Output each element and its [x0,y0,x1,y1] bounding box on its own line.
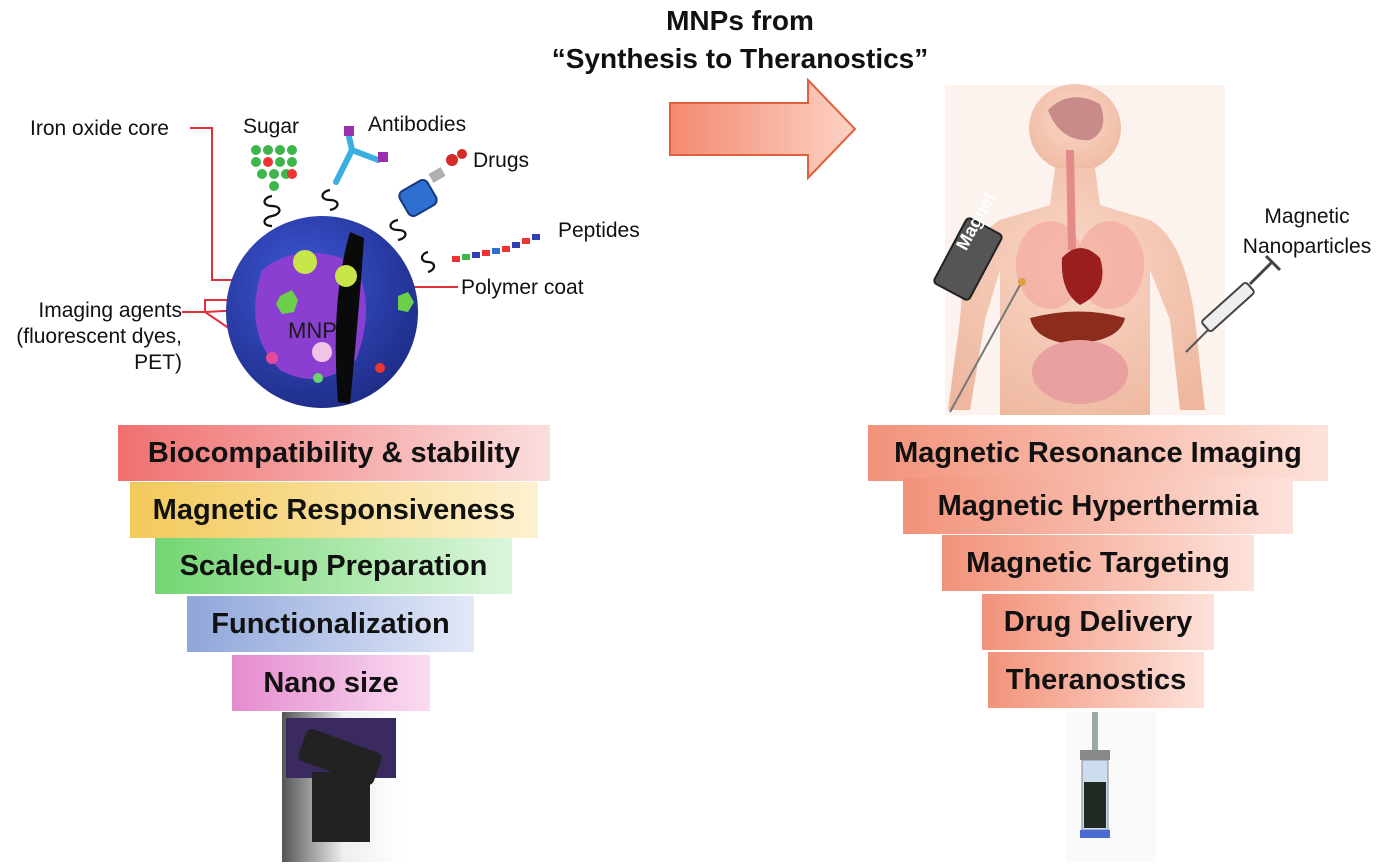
human-body-illustration [933,84,1282,415]
right-stack-bar-3: Magnetic Targeting [942,535,1254,591]
sugar-molecule [251,145,297,191]
left-stack-label-5: Nano size [263,666,399,699]
right-stack-label-3: Magnetic Targeting [966,546,1230,579]
left-stack-bar-2: Magnetic Responsiveness [130,482,538,538]
antibody-molecule [333,129,381,185]
title-line-1: MNPs from [666,5,814,36]
left-stack-label-2: Magnetic Responsiveness [152,493,516,526]
left-stack-bar-4: Functionalization [187,596,474,652]
label-sugar: Sugar [243,115,300,138]
left-stack-bar-5: Nano size [232,655,430,711]
title-line-2: “Synthesis to Theranostics” [551,43,929,74]
label-magnetic-nanoparticles: Magnetic Nanoparticles [1232,202,1382,262]
nanoparticle-illustration [226,216,418,408]
left-stack-label-4: Functionalization [211,607,450,640]
label-mnp-core: MNP [288,318,337,343]
ligand-springs [263,188,436,274]
right-stack-label-2: Magnetic Hyperthermia [937,489,1259,522]
right-stack-bar-4: Drug Delivery [982,594,1214,650]
diagram-title: MNPs from “Synthesis to Theranostics” [520,2,960,78]
imaging-agents-line-3: PET) [134,351,182,374]
left-stack-label-3: Scaled-up Preparation [179,549,488,582]
label-iron-oxide-core: Iron oxide core [30,117,169,140]
process-arrow [669,77,857,181]
right-stack-label-5: Theranostics [1005,663,1187,696]
right-stack-label-4: Drug Delivery [1003,605,1193,638]
left-stack-bar-3: Scaled-up Preparation [155,538,512,594]
syringe-photo [1066,712,1156,862]
imaging-agents-line-1: Imaging agents [38,299,182,322]
label-polymer-coat: Polymer coat [461,276,584,299]
label-imaging-agents: Imaging agents (fluorescent dyes, PET) [0,298,182,376]
right-stack-label-1: Magnetic Resonance Imaging [894,436,1302,469]
vial-photo [282,712,404,862]
right-stack-bar-2: Magnetic Hyperthermia [903,478,1293,534]
syringe-icon [1185,254,1282,353]
magnetic-np-line-2: Nanoparticles [1242,235,1372,258]
drug-container [398,149,467,217]
left-stack-bar-1: Biocompatibility & stability [118,425,550,481]
magnet-block [933,217,1003,301]
right-stack-bar-1: Magnetic Resonance Imaging [868,425,1328,481]
imaging-agents-line-2: (fluorescent dyes, [16,325,182,348]
left-stack-label-1: Biocompatibility & stability [147,436,521,469]
label-antibodies: Antibodies [368,113,467,136]
peptide-chain [452,234,540,262]
right-stack-bar-5: Theranostics [988,652,1204,708]
magnetic-np-line-1: Magnetic [1264,205,1350,228]
label-peptides: Peptides [558,219,640,242]
label-drugs: Drugs [473,149,530,172]
